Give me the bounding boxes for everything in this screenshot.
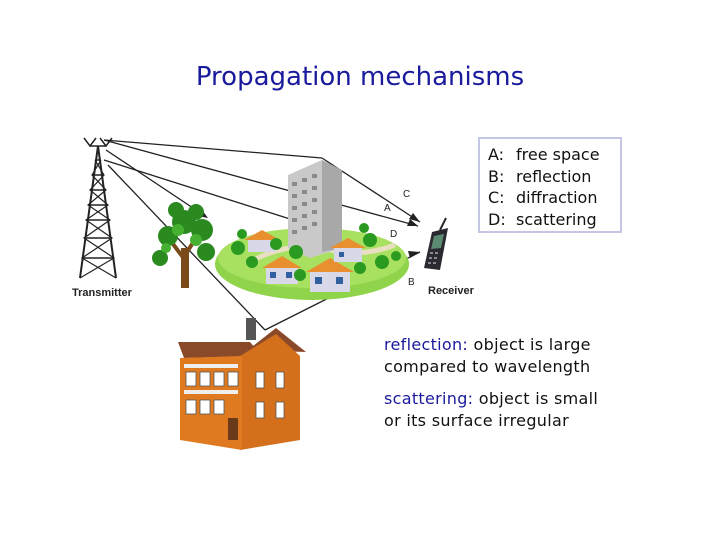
scattering-text: object is small	[473, 389, 599, 408]
reflection-text: object is large	[468, 335, 591, 354]
reflection-note: reflection: object is large compared to …	[384, 334, 591, 378]
transmitter-tower-icon	[79, 137, 117, 279]
path-label-d: D	[390, 229, 397, 240]
path-label-a: A	[384, 203, 391, 214]
legend-item-a: A:free space	[488, 145, 600, 164]
scattering-term: scattering:	[384, 389, 474, 408]
tree-icon	[152, 202, 215, 288]
legend-item-c: C:diffraction	[488, 188, 598, 207]
reflection-term: reflection:	[384, 335, 469, 354]
legend-box: A:free space B:reflection C:diffraction …	[478, 137, 622, 233]
tall-building-icon	[288, 160, 342, 258]
scattering-text-line2: or its surface irregular	[384, 411, 569, 430]
large-house-icon	[178, 318, 306, 450]
path-label-c: C	[403, 189, 410, 200]
page-title: Propagation mechanisms	[195, 62, 525, 92]
village-trees-icon	[231, 223, 401, 281]
legend-item-d: D:scattering	[488, 209, 597, 229]
transmitter-label: Transmitter	[72, 287, 133, 299]
path-label-b: B	[408, 277, 415, 288]
village-houses-icon	[244, 230, 366, 292]
mobile-phone-icon	[424, 217, 448, 270]
scattering-note: scattering: object is small or its surfa…	[384, 388, 598, 432]
reflection-text-line2: compared to wavelength	[384, 357, 591, 376]
legend-item-b: B:reflection	[488, 166, 592, 186]
path-labels: A B C D	[384, 189, 415, 288]
receiver-label: Receiver	[428, 285, 475, 297]
